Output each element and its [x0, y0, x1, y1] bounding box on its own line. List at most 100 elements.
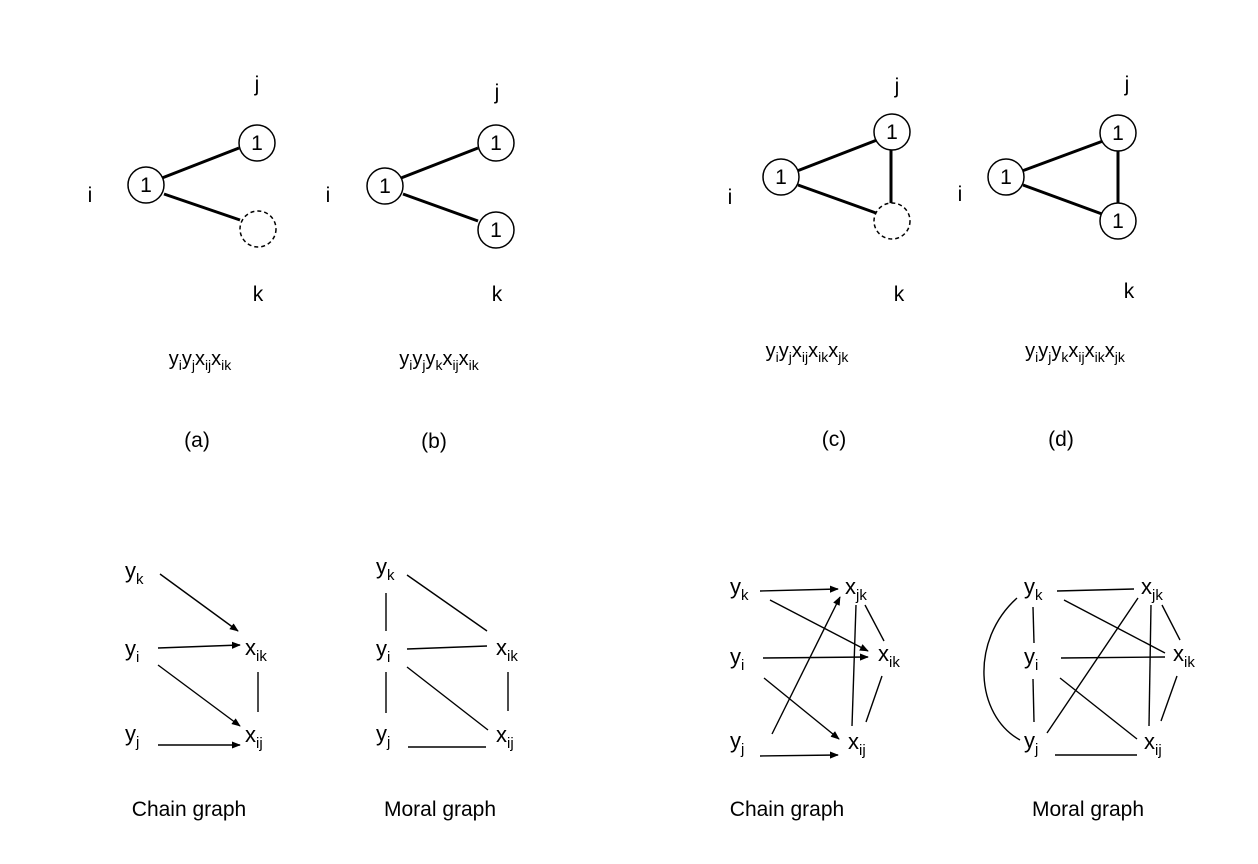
edge-i-j	[1021, 139, 1104, 173]
edge-yi-xik	[1060, 656, 1166, 659]
node-i-value: 1	[140, 174, 152, 197]
label-j: j	[1124, 73, 1130, 96]
graph-title: Chain graph	[132, 798, 246, 821]
edge-xik-xij	[865, 675, 883, 723]
caption: (b)	[421, 430, 447, 453]
node-k-absent	[239, 210, 277, 248]
label-k: k	[253, 283, 264, 306]
formula: yiyjykxijxikxjk	[1025, 340, 1126, 365]
edge-yk-yi	[1032, 606, 1035, 644]
node-k-value: 1	[490, 219, 502, 242]
var-yk: yk	[376, 554, 395, 584]
node-j	[477, 124, 515, 162]
edge-yk-xjk	[1056, 588, 1135, 592]
edge-xjk-xik	[864, 604, 885, 642]
label-i: i	[728, 186, 733, 209]
node-j	[1099, 114, 1137, 152]
edge-i-k	[402, 192, 479, 223]
edge-yi-xik	[406, 645, 488, 650]
var-xij: xij	[848, 729, 866, 759]
var-xij: xij	[245, 722, 263, 752]
label-i: i	[88, 184, 93, 207]
moral-graph-1: yk yi yj xik xij Moral graph	[376, 554, 518, 821]
var-yj: yj	[376, 721, 390, 751]
label-i: i	[958, 183, 963, 206]
edge-i-k	[1022, 183, 1103, 216]
arrow-yk-xik	[159, 573, 239, 632]
node-i-value: 1	[379, 175, 391, 198]
caption: (c)	[822, 428, 847, 451]
panel-d: 1 1 1 i j k yiyjykxijxikxjk (d)	[958, 73, 1137, 451]
moral-graph-2: yk yi yj xjk xik xij Moral graph	[983, 574, 1195, 821]
node-i	[127, 166, 165, 204]
graph-title: Chain graph	[730, 798, 844, 821]
label-j: j	[894, 75, 900, 98]
edge-i-k	[797, 183, 877, 215]
label-k: k	[894, 283, 905, 306]
formula: yiyjykxijxik	[399, 348, 480, 373]
arrow-yk-xjk	[759, 585, 839, 593]
edge-i-k	[163, 192, 241, 222]
edge-i-j	[400, 146, 479, 180]
var-xik: xik	[1173, 641, 1195, 671]
node-i	[987, 158, 1025, 196]
node-j	[238, 124, 276, 162]
arrow-yi-xik	[762, 653, 869, 661]
edge-xjk-xij	[851, 604, 857, 727]
node-k-value: 1	[1112, 210, 1124, 233]
var-xij: xij	[496, 722, 514, 752]
node-j-value: 1	[1112, 122, 1124, 145]
edge-yi-yj	[1032, 678, 1035, 723]
label-j: j	[254, 73, 260, 96]
node-k	[477, 211, 515, 249]
var-xjk: xjk	[1141, 574, 1163, 604]
var-yj: yj	[730, 728, 744, 758]
node-i-value: 1	[775, 166, 787, 189]
edge-yi-xij	[1059, 677, 1138, 740]
formula: yiyjxijxikxjk	[766, 340, 850, 365]
panel-c: 1 1 i j k yiyjxijxikxjk (c)	[728, 75, 911, 451]
var-yi: yi	[376, 636, 390, 666]
graph-title: Moral graph	[384, 798, 496, 821]
arrow-yi-xij	[157, 664, 241, 727]
var-yk: yk	[730, 574, 749, 604]
var-xik: xik	[496, 635, 518, 665]
node-j-value: 1	[251, 132, 263, 155]
arrow-yj-xij	[759, 751, 839, 759]
edge-xik-xij	[1160, 675, 1178, 722]
panel-b: 1 1 1 i j k yiyjykxijxik (b)	[326, 81, 515, 453]
edge-i-j	[161, 146, 240, 180]
var-xij: xij	[1144, 729, 1162, 759]
chain-graph-2: yk yi yj xjk xik xij Chain graph	[730, 574, 901, 821]
var-xik: xik	[245, 635, 267, 665]
edge-xjk-xij	[1148, 604, 1152, 727]
arrow-yk-xik	[769, 599, 869, 652]
node-j	[873, 113, 911, 151]
node-j-value: 1	[490, 132, 502, 155]
edge-yk-xik	[1063, 599, 1166, 654]
var-yj: yj	[1024, 728, 1038, 758]
node-j-value: 1	[886, 121, 898, 144]
edge-yi-xij	[406, 666, 489, 731]
node-i-value: 1	[1000, 166, 1012, 189]
arrow-yj-xjk	[771, 596, 841, 735]
edge-xjk-xik	[1161, 604, 1181, 641]
var-yk: yk	[125, 558, 144, 588]
var-yj: yj	[125, 721, 139, 751]
node-i	[366, 167, 404, 205]
edge-yk-xik	[406, 574, 488, 632]
var-yi: yi	[1024, 644, 1038, 674]
arrow-yi-xij	[763, 677, 840, 740]
edge-yj-xjk	[1046, 597, 1139, 734]
var-yi: yi	[730, 644, 744, 674]
label-k: k	[1124, 280, 1135, 303]
var-yk: yk	[1024, 574, 1043, 604]
formula: yiyjxijxik	[169, 348, 233, 373]
node-k-absent	[873, 202, 911, 240]
var-yi: yi	[125, 636, 139, 666]
caption: (a)	[184, 429, 210, 452]
node-i	[762, 158, 800, 196]
panel-a: 1 1 i j k yiyjxijxik (a)	[88, 73, 277, 452]
edge-yk-yj	[983, 597, 1021, 741]
